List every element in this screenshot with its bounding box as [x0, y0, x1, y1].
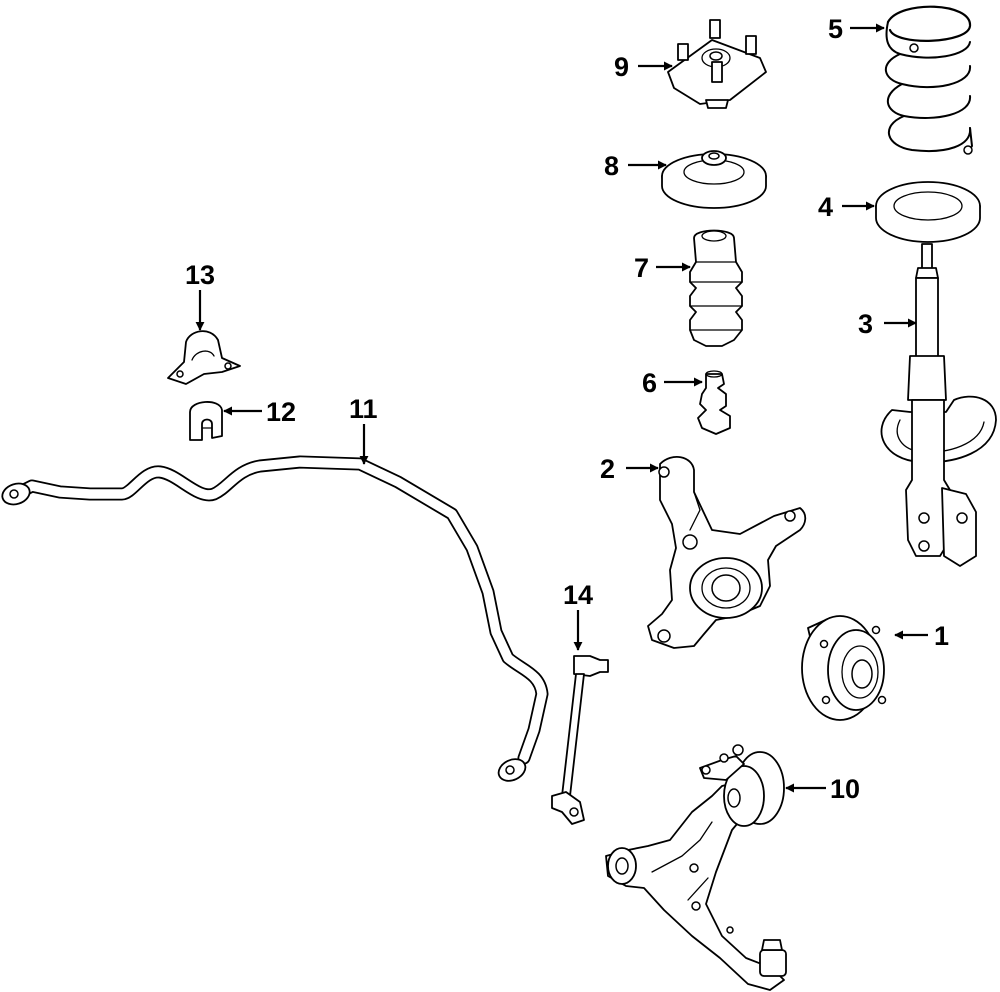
callout-8: 8 [604, 151, 619, 181]
dust-boot-part [689, 229, 743, 347]
callout-labels: 1 2 3 4 5 6 7 8 9 10 11 12 13 14 [185, 14, 949, 804]
callout-14: 14 [563, 580, 593, 610]
stabilizer-bushing-part [189, 401, 223, 441]
stabilizer-bracket-part [167, 330, 241, 385]
callout-10: 10 [830, 774, 860, 804]
callout-13: 13 [185, 260, 215, 290]
callout-2: 2 [600, 454, 615, 484]
stabilizer-bar-part [1, 455, 549, 782]
callout-1: 1 [934, 621, 949, 651]
leader-arrows [195, 23, 928, 793]
upper-spring-seat-part [661, 150, 767, 209]
callout-5: 5 [828, 14, 843, 44]
coil-spring-part [885, 5, 973, 155]
bump-stop-part [697, 370, 731, 435]
steering-knuckle-part [647, 456, 807, 649]
strut-mount-part [667, 19, 767, 109]
callout-7: 7 [634, 253, 649, 283]
lower-control-arm-part [605, 744, 787, 991]
callout-6: 6 [642, 368, 657, 398]
callout-9: 9 [614, 52, 629, 82]
callout-12: 12 [266, 397, 296, 427]
strut-assembly-part [880, 243, 997, 567]
callout-11: 11 [349, 394, 378, 424]
callout-4: 4 [818, 192, 833, 222]
callout-3: 3 [858, 309, 873, 339]
stabilizer-link-part [551, 655, 609, 825]
wheel-hub-part [801, 615, 887, 721]
spring-insulator-part [875, 181, 981, 243]
